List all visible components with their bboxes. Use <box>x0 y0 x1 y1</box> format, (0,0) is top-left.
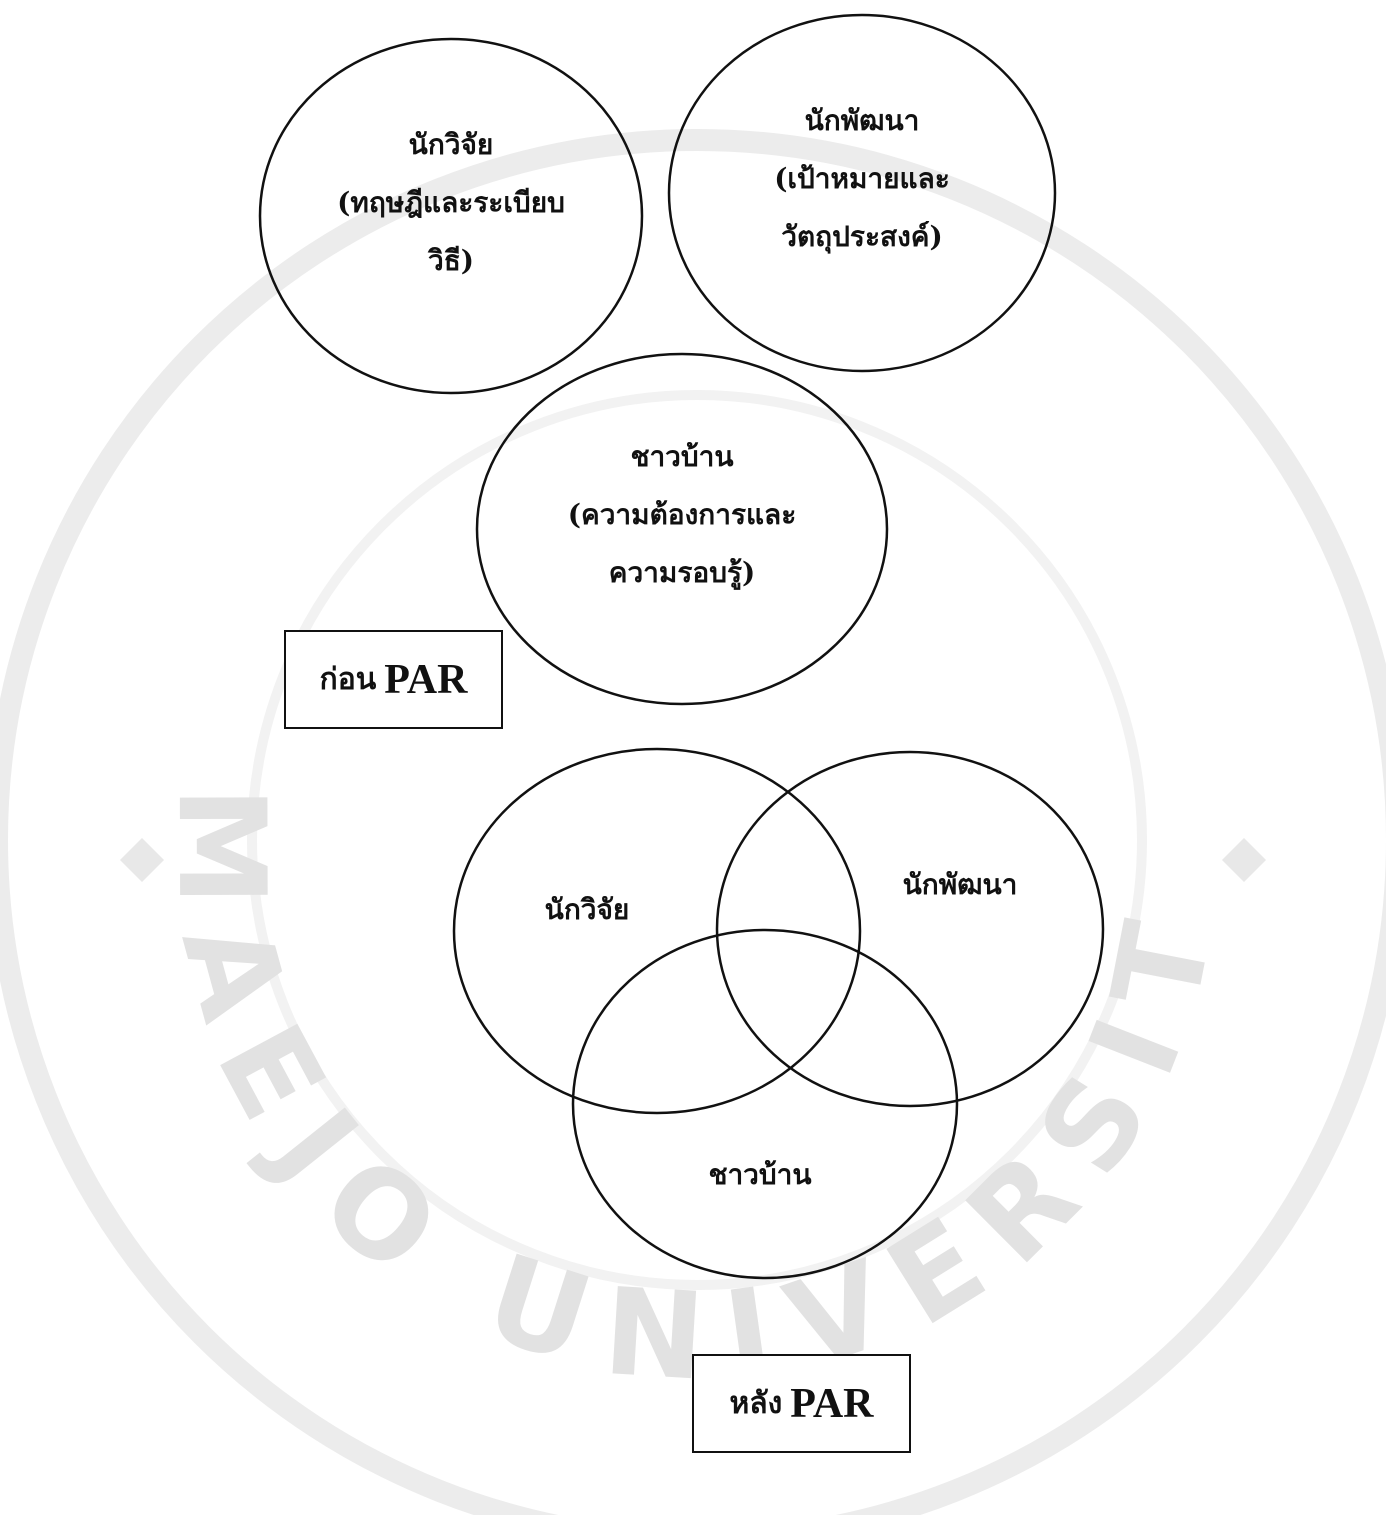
before-researcher-title: นักวิจัย <box>408 128 494 161</box>
after-developer-label: นักพัฒนา <box>902 868 1018 901</box>
before-villager-detail-line2: ความรอบรู้) <box>608 556 756 589</box>
after-villager-label: ชาวบ้าน <box>708 1158 812 1191</box>
seal-inner-ring <box>247 390 1147 1290</box>
before-villager-circle <box>475 352 889 706</box>
seal-outer-ring <box>0 129 1386 1515</box>
before-par-thai: ก่อน <box>319 662 377 697</box>
after-par-box: หลัง PAR <box>692 1354 911 1453</box>
before-researcher-detail-line1: (ทฤษฎีและระเบียบ <box>337 186 565 219</box>
before-developer-detail-line1: (เป้าหมายและ <box>774 162 950 195</box>
seal-right-star-icon <box>1222 838 1266 882</box>
before-developer-detail-line2: วัตถุประสงค์) <box>781 220 943 253</box>
before-par-box: ก่อน PAR <box>284 630 503 729</box>
seal-left-star-icon <box>120 838 164 882</box>
after-par-acronym: PAR <box>790 1380 874 1427</box>
after-developer-circle <box>715 750 1105 1108</box>
before-developer-circle <box>667 13 1057 373</box>
before-researcher-detail-line2: วิธี) <box>427 244 475 277</box>
after-researcher-circle <box>452 747 862 1115</box>
after-par-thai: หลัง <box>729 1386 783 1421</box>
before-developer-title: นักพัฒนา <box>804 104 920 137</box>
before-villager-title: ชาวบ้าน <box>630 440 734 473</box>
before-researcher-label: นักวิจัย (ทฤษฎีและระเบียบ วิธี) <box>301 116 601 290</box>
after-researcher-label: นักวิจัย <box>544 893 630 926</box>
before-villager-detail-line1: (ความต้องการและ <box>567 498 797 531</box>
before-researcher-circle <box>258 37 644 395</box>
after-villager-circle <box>571 928 959 1280</box>
before-developer-label: นักพัฒนา (เป้าหมายและ วัตถุประสงค์) <box>712 92 1012 266</box>
before-villager-label: ชาวบ้าน (ความต้องการและ ความรอบรู้) <box>532 428 832 602</box>
before-par-acronym: PAR <box>384 656 468 703</box>
